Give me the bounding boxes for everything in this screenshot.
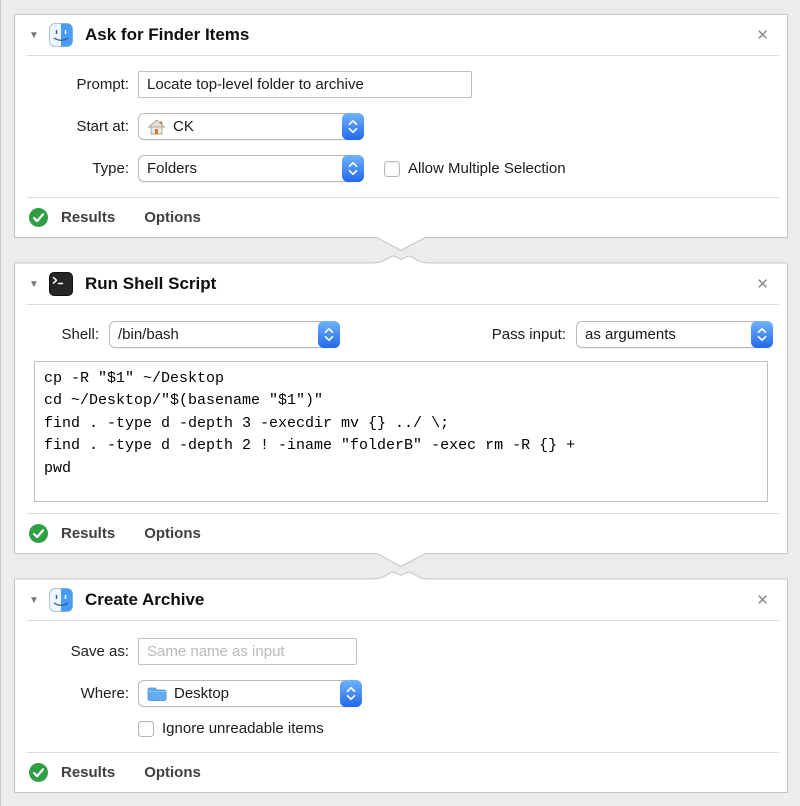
start-at-value: CK: [173, 118, 194, 135]
footer-separator: [27, 513, 779, 514]
close-icon[interactable]: ✕: [756, 27, 769, 44]
where-label: Where:: [80, 685, 129, 702]
type-dropdown[interactable]: Folders: [138, 155, 364, 182]
ignore-unreadable-label: Ignore unreadable items: [162, 720, 324, 737]
type-label: Type:: [92, 160, 129, 177]
close-icon[interactable]: ✕: [756, 276, 769, 293]
disclosure-triangle-icon[interactable]: ▼: [29, 29, 39, 41]
results-button[interactable]: Results: [61, 525, 116, 542]
action-footer: Results Options: [15, 753, 787, 792]
disclosure-triangle-icon[interactable]: ▼: [29, 594, 39, 606]
shell-label: Shell:: [61, 326, 99, 343]
action-title: Create Archive: [85, 590, 205, 609]
checkmark-icon: [29, 524, 48, 543]
save-as-label: Save as:: [70, 643, 129, 660]
stepper-icon[interactable]: [342, 113, 364, 140]
type-row: Type: Folders Allow Multiple Selection: [15, 155, 787, 182]
where-row: Where: Desktop: [15, 680, 787, 707]
folder-icon: [147, 686, 167, 702]
home-icon: [147, 118, 166, 136]
pass-input-dropdown[interactable]: as arguments: [576, 321, 773, 348]
pass-input-label: Pass input:: [491, 326, 566, 343]
action-header: ▼ Run Shell Script ✕: [15, 264, 787, 304]
allow-multiple-checkbox[interactable]: [384, 160, 400, 177]
start-at-dropdown[interactable]: CK: [138, 113, 364, 140]
stepper-icon[interactable]: [751, 321, 773, 348]
stepper-icon[interactable]: [318, 321, 340, 348]
save-as-input[interactable]: [138, 638, 357, 665]
options-button[interactable]: Options: [144, 764, 201, 781]
action-title: Run Shell Script: [85, 274, 217, 293]
action-footer: Results Options: [15, 198, 787, 237]
results-button[interactable]: Results: [61, 764, 116, 781]
action-run-shell-script: ▼ Run Shell Script ✕ Shell: /bin/bash: [14, 264, 788, 553]
action-footer: Results Options: [15, 514, 787, 553]
finder-icon: [49, 23, 73, 47]
terminal-icon: [49, 272, 73, 296]
ignore-unreadable-checkbox[interactable]: [138, 720, 154, 737]
prompt-input[interactable]: [138, 71, 472, 98]
shell-script-editor[interactable]: cp -R "$1" ~/Desktop cd ~/Desktop/"$(bas…: [34, 361, 768, 502]
action-connector: [14, 553, 788, 580]
action-create-archive: ▼ Create Archive ✕ Save as: Where:: [14, 580, 788, 793]
results-button[interactable]: Results: [61, 209, 116, 226]
start-at-label: Start at:: [76, 118, 129, 135]
pass-input-value: as arguments: [585, 326, 676, 343]
shell-dropdown[interactable]: /bin/bash: [109, 321, 340, 348]
shell-row: Shell: /bin/bash Pass input: as argument…: [15, 321, 787, 348]
footer-separator: [27, 752, 779, 753]
action-header: ▼ Create Archive ✕: [15, 580, 787, 620]
allow-multiple-label: Allow Multiple Selection: [408, 160, 566, 177]
header-separator: [27, 304, 779, 305]
type-value: Folders: [147, 160, 198, 177]
disclosure-triangle-icon[interactable]: ▼: [29, 278, 39, 290]
start-at-row: Start at: CK: [15, 113, 787, 140]
action-ask-for-finder-items: ▼ Ask for Finder Items ✕ Prompt: Start a…: [14, 14, 788, 237]
stepper-icon[interactable]: [342, 155, 364, 182]
checkmark-icon: [29, 208, 48, 227]
header-separator: [27, 620, 779, 621]
close-icon[interactable]: ✕: [756, 592, 769, 609]
stepper-icon[interactable]: [340, 680, 362, 707]
header-separator: [27, 55, 779, 56]
prompt-row: Prompt:: [15, 71, 787, 98]
action-connector: [14, 237, 788, 264]
where-value: Desktop: [174, 685, 230, 702]
action-title: Ask for Finder Items: [85, 25, 250, 44]
options-button[interactable]: Options: [144, 209, 201, 226]
finder-icon: [49, 588, 73, 612]
checkmark-icon: [29, 763, 48, 782]
options-button[interactable]: Options: [144, 525, 201, 542]
ignore-unreadable-row: Ignore unreadable items: [15, 720, 787, 737]
action-header: ▼ Ask for Finder Items ✕: [15, 15, 787, 55]
save-as-row: Save as:: [15, 638, 787, 665]
where-dropdown[interactable]: Desktop: [138, 680, 362, 707]
shell-value: /bin/bash: [118, 326, 179, 343]
prompt-label: Prompt:: [76, 76, 129, 93]
footer-separator: [27, 197, 779, 198]
